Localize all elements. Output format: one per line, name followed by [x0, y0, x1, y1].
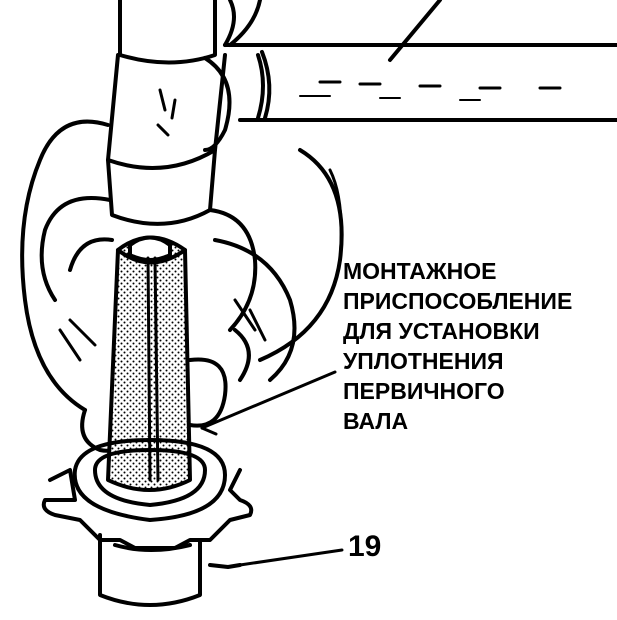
callout-line: УПЛОТНЕНИЯ: [343, 348, 504, 374]
part-number-label: 19: [348, 530, 382, 563]
leader-lines: [200, 370, 344, 569]
input-shaft: [98, 533, 202, 607]
hammer-head: [106, 0, 442, 226]
hammer-handle: [223, 43, 617, 122]
callout-line: МОНТАЖНОЕ: [343, 258, 497, 284]
callout-line: ДЛЯ УСТАНОВКИ: [343, 318, 540, 344]
callout-line: ПРИСПОСОБЛЕНИЕ: [343, 288, 573, 314]
callout-line: ВАЛА: [343, 408, 409, 434]
installer-tool: [106, 235, 192, 492]
callout-line: ПЕРВИЧНОГО: [343, 378, 505, 404]
hand-holding-tool: [20, 119, 344, 453]
tool-callout-label: МОНТАЖНОЕ ПРИСПОСОБЛЕНИЕ ДЛЯ УСТАНОВКИ У…: [343, 256, 615, 436]
